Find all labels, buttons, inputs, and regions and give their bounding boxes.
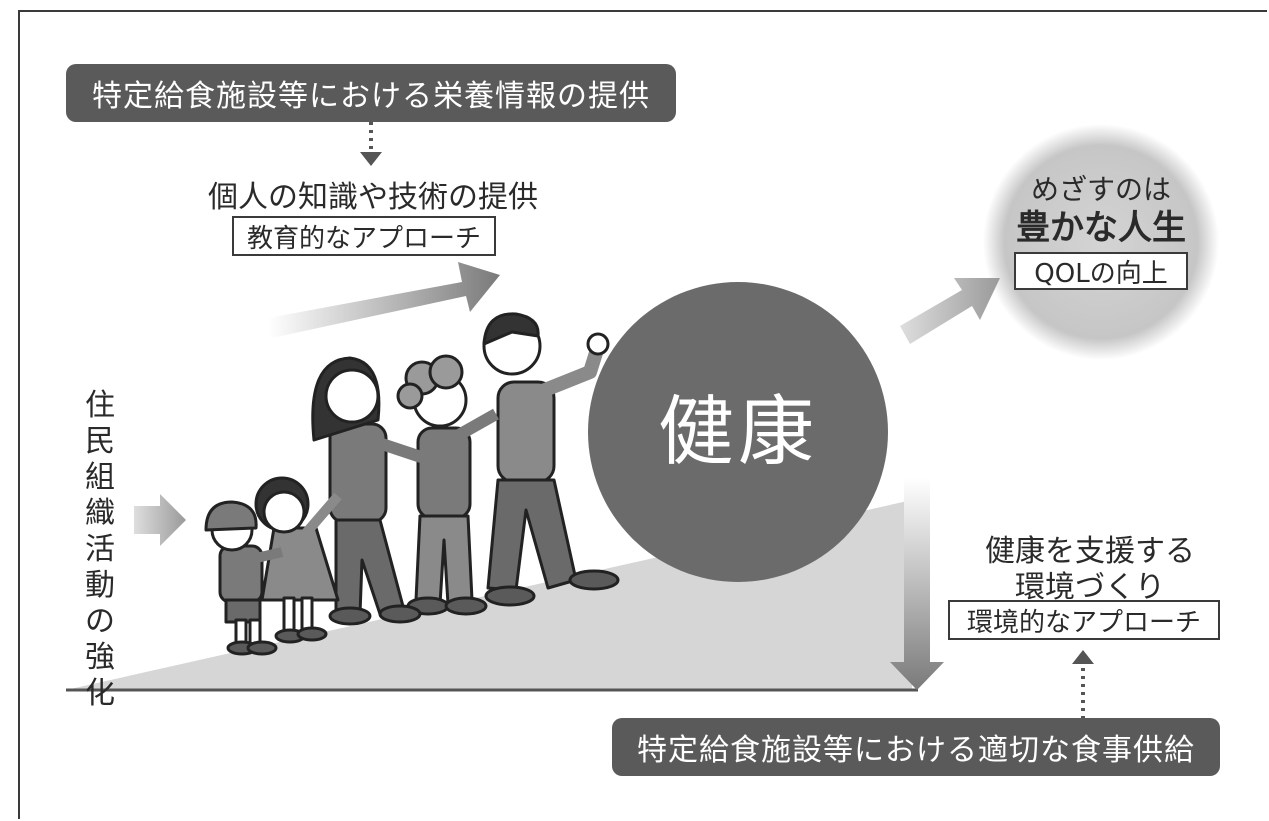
education-arrow (268, 262, 500, 338)
community-char: 活 (85, 532, 115, 567)
education-approach-box: 教育的なアプローチ (232, 216, 496, 256)
boy-figure (204, 500, 284, 656)
community-char: 織 (85, 496, 115, 531)
qol-box: QOLの向上 (1014, 252, 1188, 290)
community-char: 民 (85, 424, 115, 459)
community-char: 住 (85, 388, 115, 423)
girl-figure (254, 476, 342, 644)
goal-line2: 豊かな人生 (1016, 208, 1186, 248)
goal-circle (983, 124, 1219, 360)
community-arrow (134, 494, 186, 546)
environment-approach-box: 環境的なアプローチ (948, 600, 1220, 640)
community-char: 組 (85, 460, 115, 495)
man-figure (482, 312, 620, 607)
health-ball (588, 282, 888, 582)
diagram-frame (18, 10, 1267, 819)
top-banner: 特定給食施設等における栄養情報の提供 (66, 64, 676, 122)
community-char: 強 (85, 640, 115, 675)
community-char: 動 (85, 568, 115, 603)
people-illustration (204, 312, 620, 656)
goal-line1: めざすのは (1030, 173, 1171, 206)
bottom-dotted-connector (1072, 650, 1094, 718)
community-char: の (85, 604, 115, 639)
woman-figure (311, 356, 432, 626)
grandma-figure (396, 354, 499, 616)
education-title: 個人の知識や技術の提供 (208, 180, 538, 215)
environment-arrow (890, 478, 944, 690)
environment-title-line1: 健康を支援する (985, 534, 1195, 569)
top-dotted-connector (360, 122, 382, 166)
community-vertical-label: 住 民 組 織 活 動 の 強 化 (82, 388, 118, 712)
environment-title-line2: 環境づくり (1015, 570, 1165, 605)
bottom-banner: 特定給食施設等における適切な食事供給 (612, 718, 1220, 776)
community-char: 化 (85, 676, 115, 711)
goal-arrow (900, 278, 1000, 344)
health-label: 健康 (658, 387, 818, 476)
